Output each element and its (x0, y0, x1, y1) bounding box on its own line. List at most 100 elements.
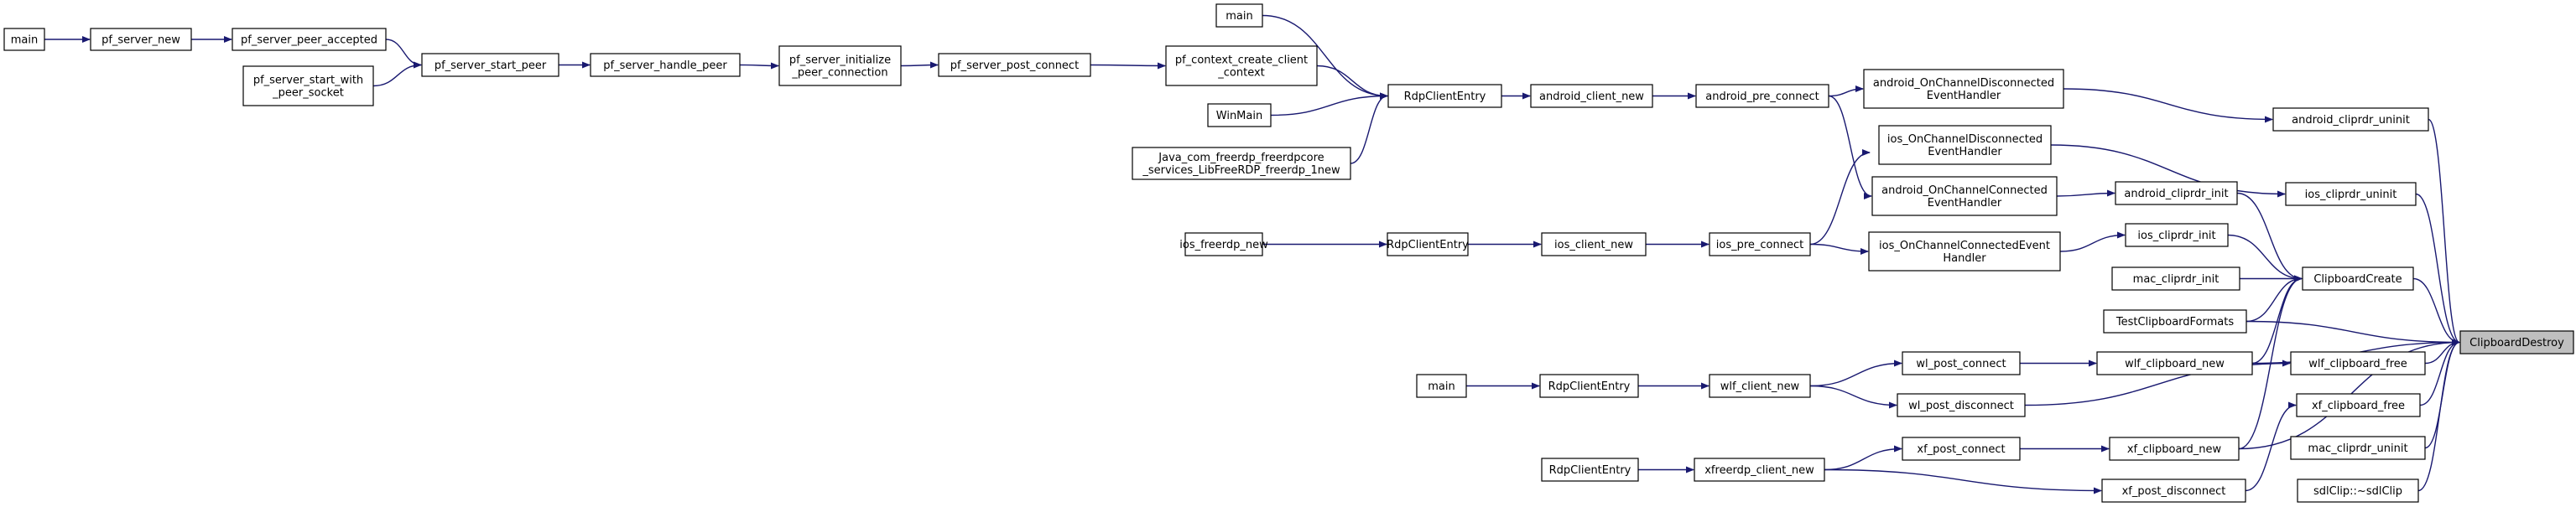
node-label: pf_server_post_connect (950, 59, 1079, 72)
node-box (242, 65, 374, 106)
graph-node-pf-server-start-with-peer-socket[interactable]: pf_server_start_with_peer_socket (242, 65, 374, 106)
node-box (938, 53, 1091, 77)
node-label: android_pre_connect (1705, 91, 1819, 103)
graph-node-xfreerdp-client-new[interactable]: xfreerdp_client_new (1694, 458, 1825, 482)
graph-node-main[interactable]: main (3, 28, 45, 51)
node-label: ios_freerdp_new (1179, 239, 1268, 251)
node-label: Java_com_freerdp_freerdpcore (1158, 152, 1324, 164)
node-box (2103, 309, 2247, 334)
graph-node-xf-post-disconnect[interactable]: xf_post_disconnect (2101, 479, 2246, 503)
graph-node-android-cliprdr-init[interactable]: android_cliprdr_init (2115, 181, 2238, 205)
graph-node-main[interactable]: main (1215, 3, 1263, 28)
node-label: wlf_client_new (1720, 380, 1800, 393)
graph-node-rdpcliententry[interactable]: RdpClientEntry (1387, 84, 1502, 108)
graph-node-sdlclip-sdlclip[interactable]: sdlClip::~sdlClip (2297, 479, 2419, 503)
graph-node-wl-post-disconnect[interactable]: wl_post_disconnect (1897, 393, 2026, 417)
node-label: main (11, 34, 38, 47)
graph-node-java-com-freerdp-freerdpcore-services-libfreerdp-freerdp-1new[interactable]: Java_com_freerdp_freerdpcore_services_Li… (1132, 147, 1351, 180)
node-label: _peer_socket (272, 87, 344, 100)
graph-node-winmain[interactable]: WinMain (1207, 103, 1272, 127)
graph-node-rdpcliententry[interactable]: RdpClientEntry (1387, 232, 1469, 256)
edge-android_cliprdr_uninit-to-ClipboardDestroy (2428, 118, 2460, 346)
node-box (232, 28, 387, 51)
node-label: ios_OnChannelConnectedEvent (1879, 240, 2050, 252)
graph-node-wlf-client-new[interactable]: wlf_client_new (1709, 374, 1811, 398)
node-box (1215, 3, 1263, 28)
edge-ios_cliprdr_init-to-ClipboardCreate (2227, 234, 2303, 282)
node-label: wlf_clipboard_free (2308, 358, 2407, 370)
edge-android_cliprdr_init-to-ClipboardCreate (2236, 192, 2303, 282)
node-box (2125, 223, 2229, 247)
node-box (3, 28, 45, 51)
node-box (1184, 232, 1263, 256)
edge-pf_server_post_connect-to-pf_context_create_client_context (1090, 62, 1166, 70)
node-label: ios_cliprdr_init (2137, 230, 2215, 242)
graph-node-clipboardcreate[interactable]: ClipboardCreate (2302, 266, 2414, 291)
node-box (2109, 437, 2240, 461)
graph-node-android-pre-connect[interactable]: android_pre_connect (1695, 84, 1829, 108)
graph-node-ios-freerdp-new[interactable]: ios_freerdp_new (1179, 232, 1268, 256)
graph-node-wl-post-connect[interactable]: wl_post_connect (1902, 351, 2021, 375)
node-box (778, 45, 902, 86)
graph-node-android-client-new[interactable]: android_client_new (1530, 84, 1653, 108)
node-label: wl_post_disconnect (1908, 400, 2014, 412)
node-box (1871, 176, 2058, 216)
node-label: pf_server_new (101, 34, 180, 47)
graph-node-pf-server-initialize-peer-connection[interactable]: pf_server_initialize_peer_connection (778, 45, 902, 86)
edge-ios_OnChannelConnectedEventHandler-to-ios_cliprdr_init (2059, 231, 2126, 252)
graph-node-wlf-clipboard-new[interactable]: wlf_clipboard_new (2096, 351, 2253, 375)
edge-xf_post_disconnect-to-xf_clipboard_free (2245, 401, 2297, 492)
graph-node-pf-server-post-connect[interactable]: pf_server_post_connect (938, 53, 1091, 77)
node-label: pf_server_start_with (253, 75, 363, 87)
graph-node-pf-server-peer-accepted[interactable]: pf_server_peer_accepted (232, 28, 387, 51)
edge-ios_cliprdr_uninit-to-ClipboardDestroy (2415, 193, 2460, 346)
node-box (1539, 374, 1639, 398)
graph-node-pf-context-create-client-context[interactable]: pf_context_create_client_context (1165, 45, 1318, 86)
node-label: android_client_new (1539, 91, 1644, 103)
edge-xfreerdp_client_new-to-xf_post_connect (1824, 445, 1902, 471)
edge-WinMain-to-RdpClientEntry (1270, 92, 1388, 116)
graph-node-mac-cliprdr-uninit[interactable]: mac_cliprdr_uninit (2290, 436, 2426, 460)
node-box (1387, 84, 1502, 108)
graph-node-rdpcliententry[interactable]: RdpClientEntry (1541, 458, 1639, 482)
node-label: pf_server_handle_peer (603, 59, 727, 72)
node-box (2302, 266, 2414, 291)
node-label: xf_post_disconnect (2122, 485, 2226, 498)
graph-node-testclipboardformats[interactable]: TestClipboardFormats (2103, 309, 2247, 334)
graph-node-ios-cliprdr-init[interactable]: ios_cliprdr_init (2125, 223, 2229, 247)
node-box (2096, 351, 2253, 375)
graph-node-mac-cliprdr-init[interactable]: mac_cliprdr_init (2111, 266, 2240, 291)
node-label: xfreerdp_client_new (1704, 464, 1814, 477)
edge-ClipboardCreate-to-ClipboardDestroy (2412, 277, 2460, 346)
node-label: RdpClientEntry (1387, 239, 1469, 251)
graph-node-pf-server-start-peer[interactable]: pf_server_start_peer (421, 53, 559, 77)
graph-node-ios-pre-connect[interactable]: ios_pre_connect (1709, 232, 1811, 256)
graph-node-rdpcliententry[interactable]: RdpClientEntry (1539, 374, 1639, 398)
graph-node-pf-server-handle-peer[interactable]: pf_server_handle_peer (590, 53, 741, 77)
graph-node-ios-client-new[interactable]: ios_client_new (1541, 232, 1647, 256)
graph-node-xf-post-connect[interactable]: xf_post_connect (1902, 437, 2021, 461)
node-label: android_cliprdr_init (2124, 188, 2228, 200)
graph-node-xf-clipboard-free[interactable]: xf_clipboard_free (2296, 393, 2421, 417)
node-box (1416, 374, 1467, 398)
graph-node-wlf-clipboard-free[interactable]: wlf_clipboard_free (2290, 351, 2426, 375)
edge-ios_OnChannelDisconnectedEventHandler-to-ios_cliprdr_uninit (2050, 144, 2286, 198)
node-label: EventHandler (1928, 146, 2002, 158)
node-box (1530, 84, 1653, 108)
node-box (1863, 69, 2064, 109)
graph-node-xf-clipboard-new[interactable]: xf_clipboard_new (2109, 437, 2240, 461)
node-label: ios_cliprdr_uninit (2305, 189, 2397, 201)
graph-node-clipboarddestroy[interactable]: ClipboardDestroy (2459, 330, 2574, 354)
graph-node-ios-cliprdr-uninit[interactable]: ios_cliprdr_uninit (2285, 182, 2417, 206)
graph-node-android-cliprdr-uninit[interactable]: android_cliprdr_uninit (2272, 107, 2429, 132)
node-box (2290, 436, 2426, 460)
graph-node-android-onchanneldisconnectedeventhandler[interactable]: android_OnChannelDisconnectedEventHandle… (1863, 69, 2064, 109)
edge-android_pre_connect-to-android_OnChannelConnectedEventHandler (1828, 95, 1872, 199)
graph-node-pf-server-new[interactable]: pf_server_new (90, 28, 192, 51)
node-layer: main pf_server_new pf_server_peer_accepted… (3, 3, 2574, 503)
graph-node-main[interactable]: main (1416, 374, 1467, 398)
edge-android_OnChannelDisconnectedEventHandler-to-android_cliprdr_uninit (2063, 88, 2273, 123)
